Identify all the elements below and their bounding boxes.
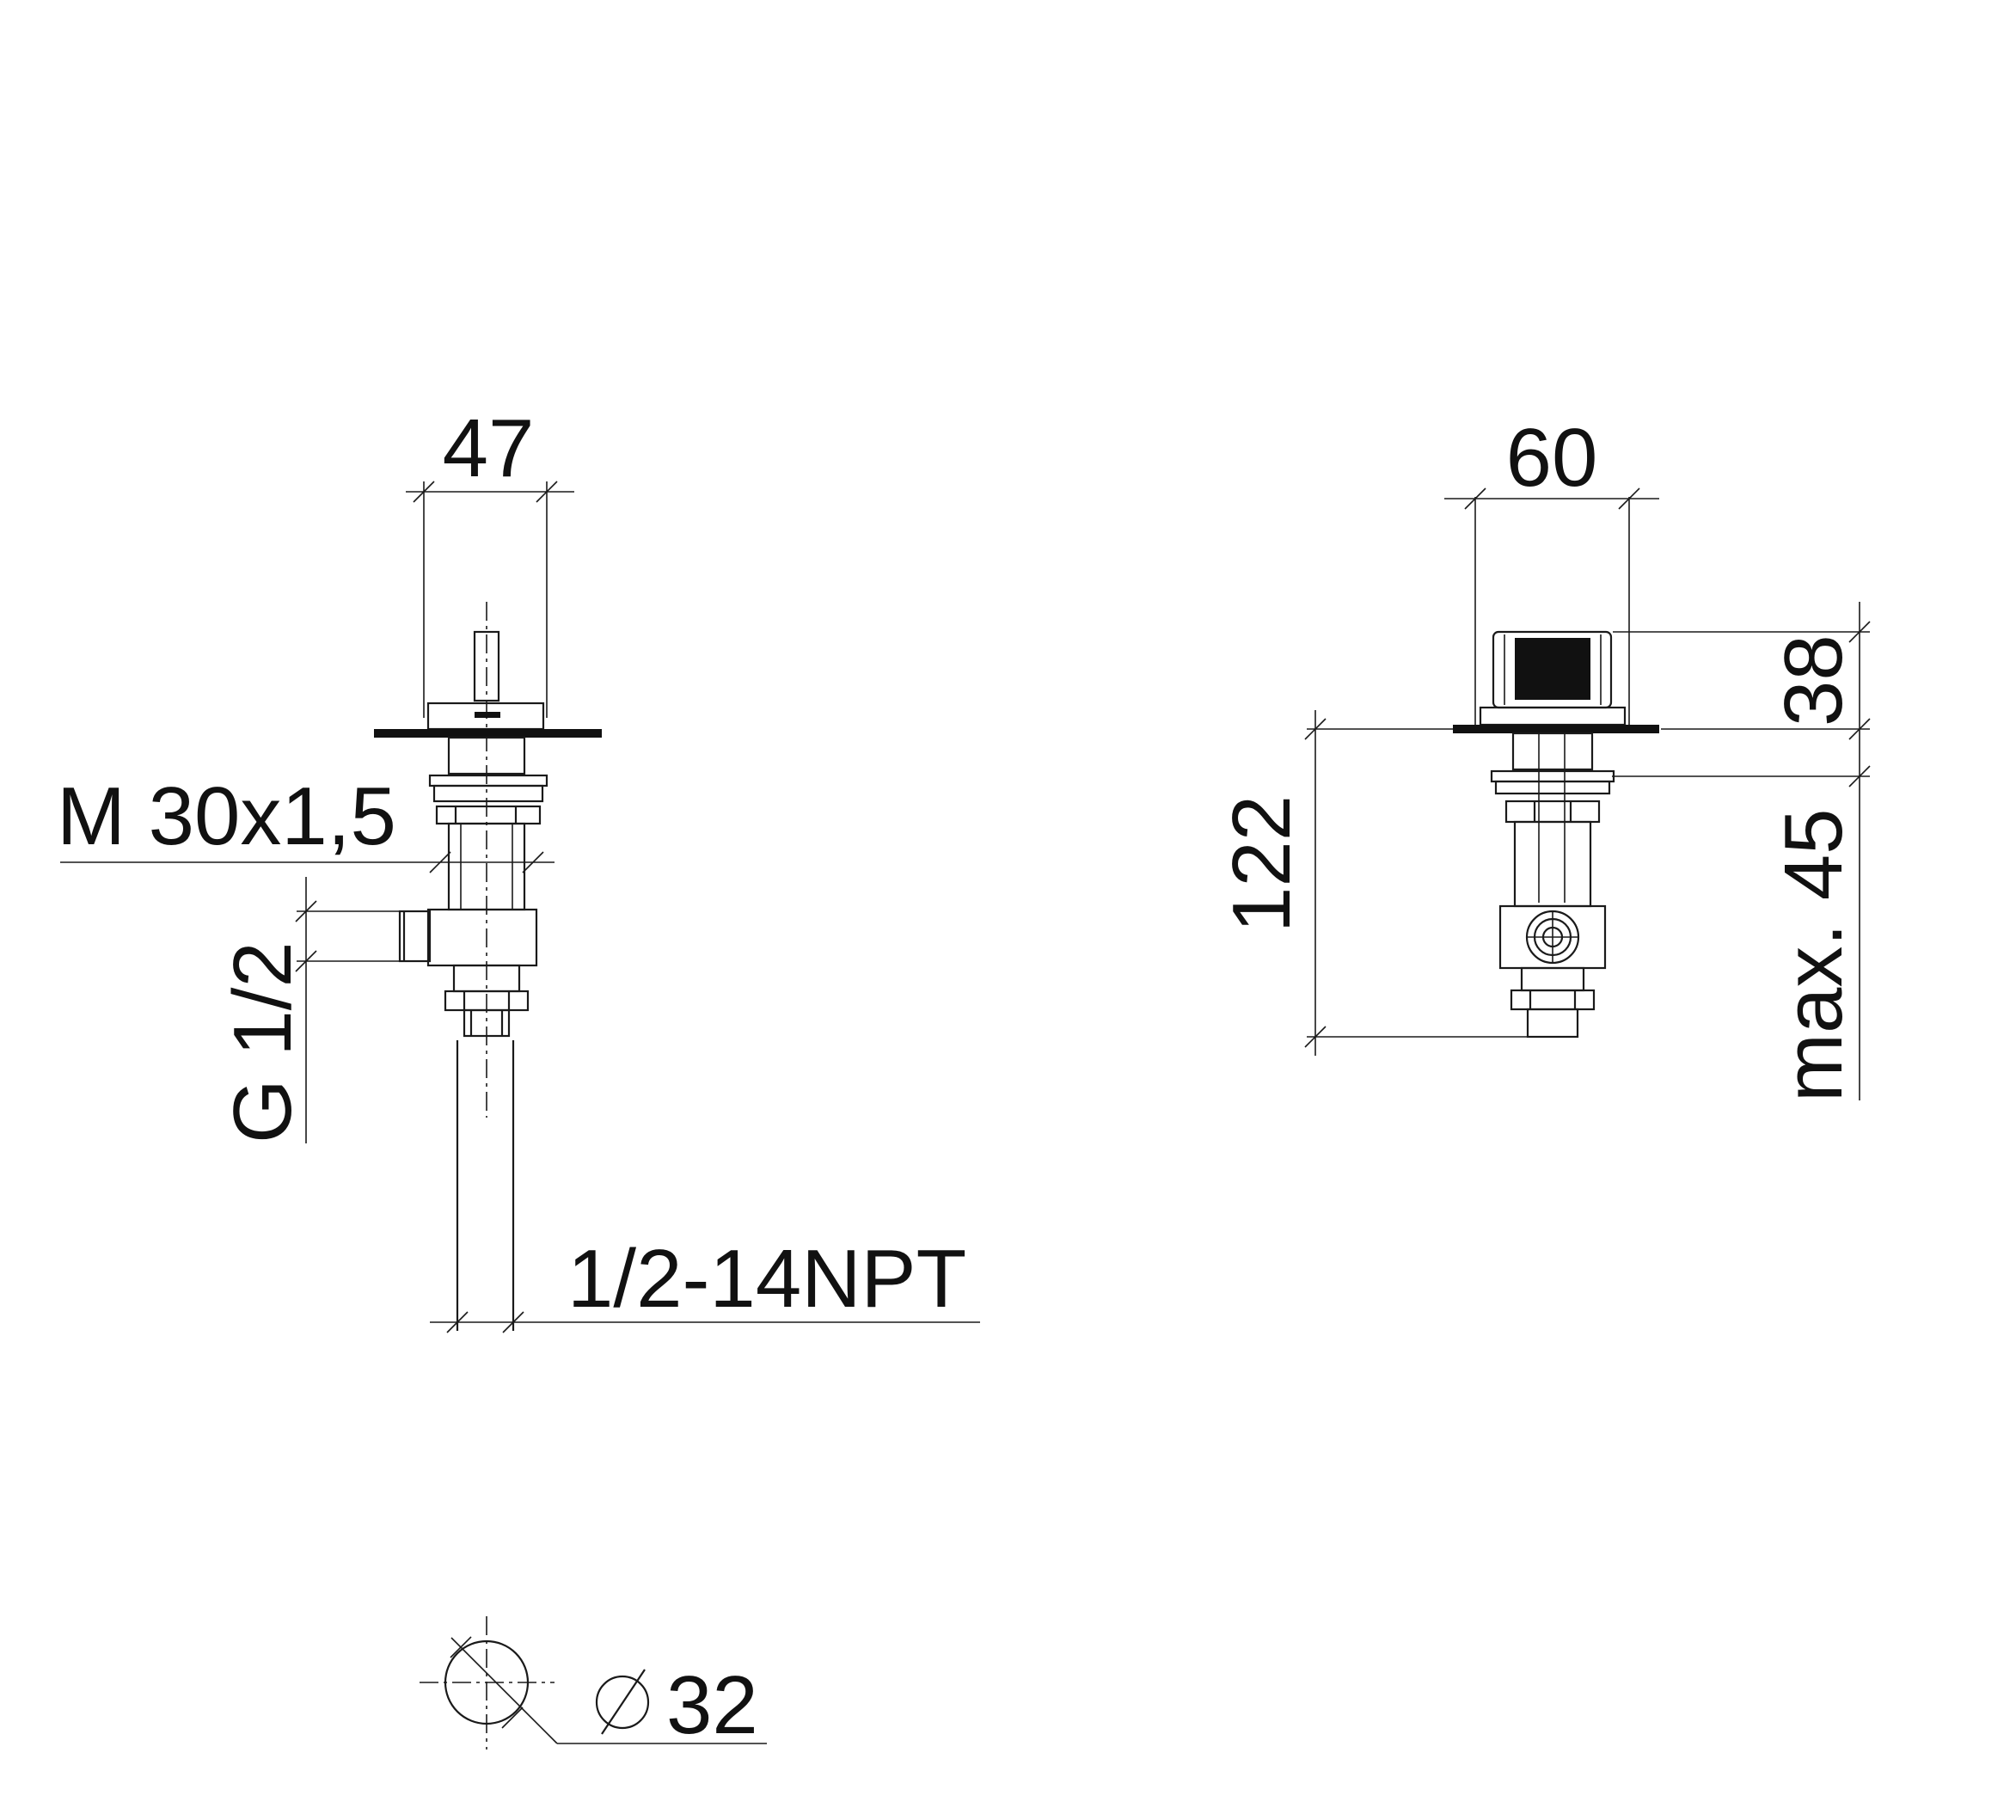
dim-32-label: 32 <box>666 1659 758 1751</box>
dim-122: 122 <box>1216 710 1528 1056</box>
dim-max45: max. 45 <box>1612 765 1871 1102</box>
dim-m30: M 30x1,5 <box>57 770 555 873</box>
left-side-view: 47 M 30x1,5 <box>57 402 980 1333</box>
right-front-view: 60 38 max. 45 <box>1216 412 1871 1102</box>
dim-47-label: 47 <box>443 402 535 494</box>
deck-plate-right <box>1453 725 1659 733</box>
dim-60-label: 60 <box>1506 412 1598 504</box>
dim-60: 60 <box>1444 412 1659 731</box>
dim-max45-label: max. 45 <box>1768 809 1860 1102</box>
dim-38-label: 38 <box>1768 634 1860 726</box>
dim-38: 38 <box>1613 602 1871 1100</box>
diameter-symbol-icon <box>595 1669 650 1735</box>
deck-plate-left <box>374 729 602 738</box>
dim-m30-label: M 30x1,5 <box>57 770 396 862</box>
dim-g12: G 1/2 <box>217 877 404 1143</box>
dim-g12-label: G 1/2 <box>217 941 309 1143</box>
dim-122-label: 122 <box>1216 795 1308 933</box>
hole-detail: 32 <box>420 1616 767 1751</box>
dim-npt-label: 1/2-14NPT <box>567 1233 966 1325</box>
dim-47: 47 <box>406 402 574 718</box>
dim-npt: 1/2-14NPT <box>430 1233 980 1333</box>
